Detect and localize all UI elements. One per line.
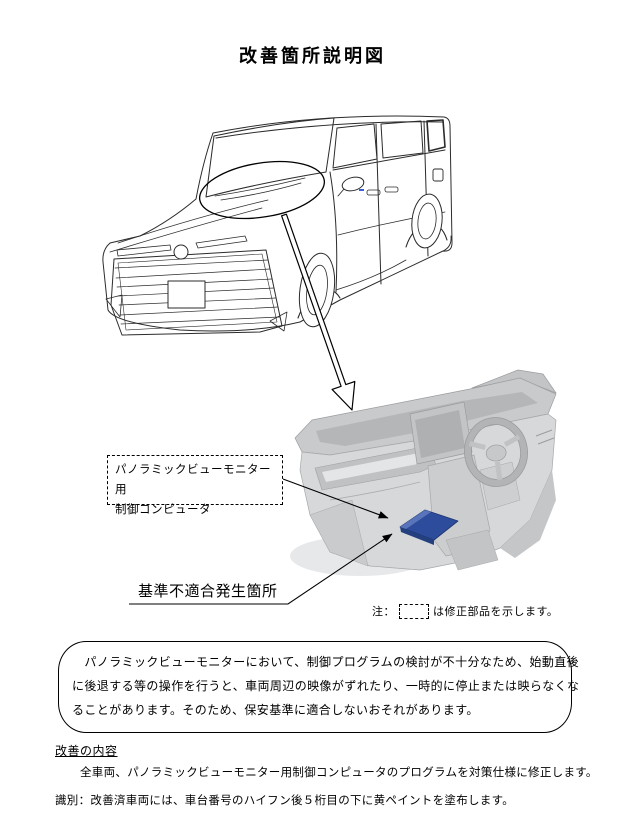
windshield-highlight-ellipse: [198, 160, 326, 220]
leader-line-defect-label: [129, 533, 393, 605]
description-line-3: ることがあります。そのため、保安基準に適合しないおそれがあります。: [72, 703, 479, 717]
leader-line-part-label: [282, 478, 389, 519]
part-label-box: パノラミックビューモニター用 制御コンピュータ: [107, 455, 283, 516]
front-wheel: [298, 252, 336, 328]
steering-wheel: [464, 417, 528, 487]
page-title: 改善箇所説明図: [239, 46, 386, 66]
license-plate: [167, 280, 206, 309]
defect-location-label: 基準不適合発生箇所: [138, 583, 278, 600]
description-line-2: に後退する等の操作を行うと、車両周辺の映像がずれたり、一時的に停止または映らなく…: [72, 679, 580, 693]
brand-emblem-icon: [173, 244, 189, 260]
part-label-line2: 制御コンピュータ: [115, 504, 211, 516]
legend-dashed-box-icon: [399, 603, 429, 619]
part-label-line1: パノラミックビューモニター用: [115, 464, 271, 496]
legend-note-prefix: 注：: [372, 606, 395, 618]
vehicle-illustration: [102, 115, 453, 336]
description-line-1: パノラミックビューモニターにおいて、制御プログラムの検討が不十分なため、始動直後: [72, 655, 580, 669]
improvement-body: 全車両、パノラミックビューモニター用制御コンピュータのプログラムを対策仕様に修正…: [80, 767, 598, 779]
description-box: パノラミックビューモニターにおいて、制御プログラムの検討が不十分なため、始動直後…: [58, 641, 580, 733]
highlighted-part: [399, 509, 459, 545]
legend-note: 注： は修正部品を示します。: [372, 603, 558, 619]
improvement-heading: 改善の内容: [55, 744, 118, 758]
identification-note: 識別：改善済車両には、車台番号のハイフン後５桁目の下に黄ペイントを塗布します。: [55, 795, 515, 807]
pointer-arrow-icon: [281, 213, 356, 411]
legend-note-suffix: は修正部品を示します。: [433, 606, 559, 618]
rear-wheel: [411, 193, 443, 249]
dashboard-illustration: [290, 369, 557, 576]
antenna-mark: [359, 189, 364, 191]
